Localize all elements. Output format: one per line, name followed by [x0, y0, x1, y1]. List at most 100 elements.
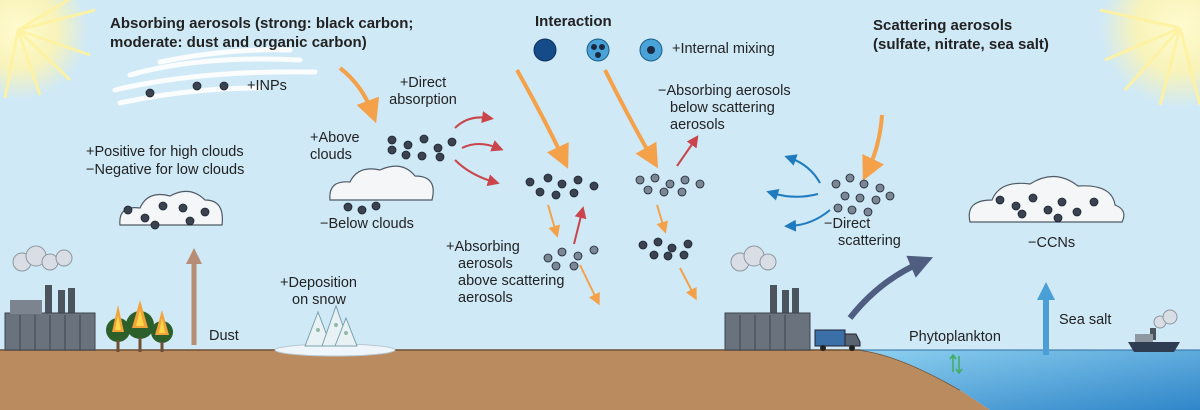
below-cloud-particles-0 [343, 202, 353, 212]
factory-icon [724, 245, 811, 351]
interaction-title: Interaction [535, 13, 612, 30]
deposition-line1: +Deposition [280, 275, 357, 291]
absorbing-above-label: +Absorbing aerosols above scattering aer… [446, 239, 564, 307]
deposition-line2: on snow [292, 292, 347, 308]
direct-absorption-label: +Direct absorption [368, 75, 478, 109]
direct-scattering-line2: scattering [838, 233, 901, 249]
ccn-particles-4 [1057, 197, 1067, 207]
absorbing-below-line1: −Absorbing aerosols [658, 83, 791, 99]
high-cloud-particles-5 [200, 207, 210, 217]
absorption-arrow [454, 111, 699, 245]
above-cloud-particles-5 [401, 150, 411, 160]
mixed-particles-3-0 [635, 175, 645, 185]
scattering-particles-10 [863, 207, 873, 217]
above-cloud-particles-1 [403, 140, 413, 150]
truck-icon [814, 329, 861, 351]
sun-icon [0, 0, 96, 100]
absorbing-particle-large [533, 38, 557, 62]
exchange-icon [949, 353, 963, 375]
above-cloud-particles-8 [387, 145, 397, 155]
mixed-particles-2-5 [569, 261, 579, 271]
phytoplankton-label: Phytoplankton [909, 329, 1001, 345]
above-clouds-label: +Above clouds [310, 130, 360, 164]
above-clouds-line2: clouds [310, 147, 352, 163]
high-cloud-particles-3 [178, 203, 188, 213]
inp-particles-1 [192, 81, 202, 91]
high-cloud-particles-1 [140, 213, 150, 223]
sunlight-arrow [338, 66, 885, 181]
burning-trees-icon [106, 300, 173, 352]
cirrus-cloud [112, 47, 318, 106]
direct-absorption-line1: +Direct [399, 75, 447, 91]
scattering-particles-7 [885, 191, 895, 201]
mixed-particles-1-1 [543, 173, 553, 183]
absorbing-above-line3: above scattering [458, 273, 565, 289]
mixed-particles-4-6 [679, 250, 689, 260]
ccn-particles-6 [1089, 197, 1099, 207]
scattering-particles-0 [831, 179, 841, 189]
mixed-particles-3-3 [680, 175, 690, 185]
mixed-particles-3-2 [665, 179, 675, 189]
high-clouds-label: +Positive for high clouds [86, 144, 244, 160]
ccn-particles-7 [1017, 209, 1027, 219]
mixed-particles-1-2 [557, 179, 567, 189]
ccn-particles-1 [1011, 201, 1021, 211]
mixed-particles-4-4 [649, 250, 659, 260]
absorbing-above-line2: aerosols [458, 256, 513, 272]
below-cloud-particles-2 [371, 201, 381, 211]
scattering-particles-2 [859, 179, 869, 189]
ccn-particles-2 [1028, 193, 1038, 203]
sea-salt-label: Sea salt [1059, 312, 1112, 328]
scattering-aerosols-subtitle: (sulfate, nitrate, sea salt) [873, 36, 1049, 53]
absorbing-above-line4: aerosols [458, 290, 513, 306]
direct-absorption-line2: absorption [389, 92, 457, 108]
scattering-particles-8 [833, 203, 843, 213]
mixed-particles-4-1 [653, 237, 663, 247]
mixed-particles-3-7 [677, 187, 687, 197]
above-cloud-particles-0 [387, 135, 397, 145]
sea [860, 350, 1200, 410]
mixed-particles-1-4 [589, 181, 599, 191]
mixed-particles-2-0 [543, 253, 553, 263]
mixed-particles-1-6 [551, 190, 561, 200]
high-cloud-particles-6 [150, 220, 160, 230]
low-clouds-label: −Negative for low clouds [86, 162, 245, 178]
factory-icon [4, 245, 96, 351]
ccn-particles-0 [995, 195, 1005, 205]
ccn-particles-5 [1072, 207, 1082, 217]
dust-arrow [186, 248, 202, 345]
sea-salt-arrow [1037, 282, 1055, 355]
internal-mixing-label: +Internal mixing [672, 41, 775, 57]
sun-icon [1099, 0, 1200, 108]
absorbing-aerosols-subtitle: moderate: dust and organic carbon) [110, 34, 367, 51]
mixed-particles-3-4 [695, 179, 705, 189]
phytoplankton-arrow [847, 255, 934, 320]
high-cloud-particles-2 [158, 201, 168, 211]
mixed-particles-2-4 [551, 261, 561, 271]
ccn-particles-3 [1043, 205, 1053, 215]
ccn-particles-8 [1053, 213, 1063, 223]
deposition-label: +Deposition on snow [280, 275, 357, 309]
mixed-particles-1-7 [569, 188, 579, 198]
inp-particles-0 [145, 88, 155, 98]
above-cloud-particles-7 [435, 152, 445, 162]
ccns-label: −CCNs [1028, 235, 1076, 251]
scattering-particles-5 [855, 193, 865, 203]
scattering-aerosols-title: Scattering aerosols [873, 17, 1013, 34]
below-cloud-particles-1 [357, 205, 367, 215]
inp-particles-2 [219, 81, 229, 91]
snowy-trees-icon [274, 304, 396, 357]
high-cloud-particles-4 [185, 216, 195, 226]
mixed-particles-1-5 [535, 187, 545, 197]
inps-label: +INPs [247, 78, 287, 94]
mixed-particles-1-0 [525, 177, 535, 187]
scattering-particles-4 [840, 191, 850, 201]
direct-scattering-line1: −Direct [824, 216, 871, 232]
above-cloud-particles-2 [419, 134, 429, 144]
mixed-particles-4-0 [638, 240, 648, 250]
mixed-particles-3-5 [643, 185, 653, 195]
sunlight-arrow [547, 204, 697, 306]
mixed-particles-4-2 [667, 243, 677, 253]
cloud-icon [968, 175, 1125, 223]
absorbing-above-line1: +Absorbing [446, 239, 520, 255]
